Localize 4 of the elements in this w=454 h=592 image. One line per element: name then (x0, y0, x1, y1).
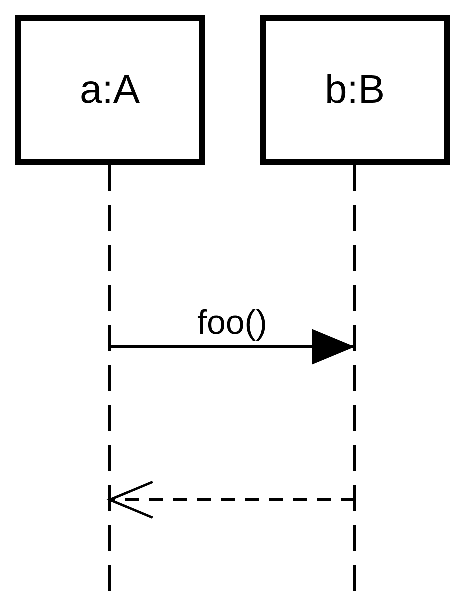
object-box: a:A (15, 15, 205, 165)
return-message-arrow (108, 480, 355, 520)
message-arrow (110, 329, 355, 365)
object-box: b:B (260, 15, 450, 165)
